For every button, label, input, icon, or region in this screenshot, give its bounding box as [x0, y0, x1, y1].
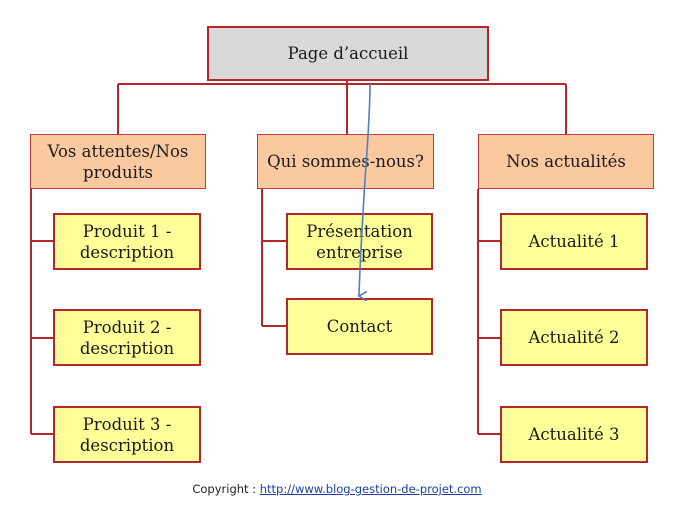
- footer-link[interactable]: http://www.blog-gestion-de-projet.com: [259, 482, 482, 496]
- item-node-1-2: Produit 2 - description: [53, 309, 201, 366]
- item-node-3-3: Actualité 3: [500, 406, 648, 463]
- section-node-1: Vos attentes/Nos produits: [30, 134, 206, 189]
- root-node: Page d’accueil: [207, 26, 489, 81]
- section-label: Qui sommes-nous?: [267, 152, 424, 171]
- arrow-path: [359, 83, 371, 296]
- item-label: Produit 1 - description: [79, 221, 175, 262]
- section-node-2: Qui sommes-nous?: [257, 134, 434, 189]
- section-label: Nos actualités: [506, 152, 626, 171]
- item-node-1-3: Produit 3 - description: [53, 406, 201, 463]
- item-node-3-2: Actualité 2: [500, 309, 648, 366]
- item-node-1-1: Produit 1 - description: [53, 213, 201, 270]
- item-label: Actualité 1: [528, 232, 620, 251]
- item-label: Contact: [326, 317, 393, 336]
- item-label: Produit 3 - description: [79, 414, 175, 455]
- item-label: Actualité 2: [528, 328, 620, 347]
- section-label: Vos attentes/Nos produits: [47, 141, 189, 182]
- item-label: Actualité 3: [528, 425, 620, 444]
- section-node-3: Nos actualités: [478, 134, 654, 189]
- item-label: Présentation entreprise: [306, 221, 413, 262]
- item-label: Produit 2 - description: [79, 317, 175, 358]
- root-label: Page d’accueil: [287, 44, 409, 63]
- footer: Copyright : http://www.blog-gestion-de-p…: [0, 482, 674, 496]
- copyright-label: Copyright :: [192, 482, 260, 496]
- item-node-3-1: Actualité 1: [500, 213, 648, 270]
